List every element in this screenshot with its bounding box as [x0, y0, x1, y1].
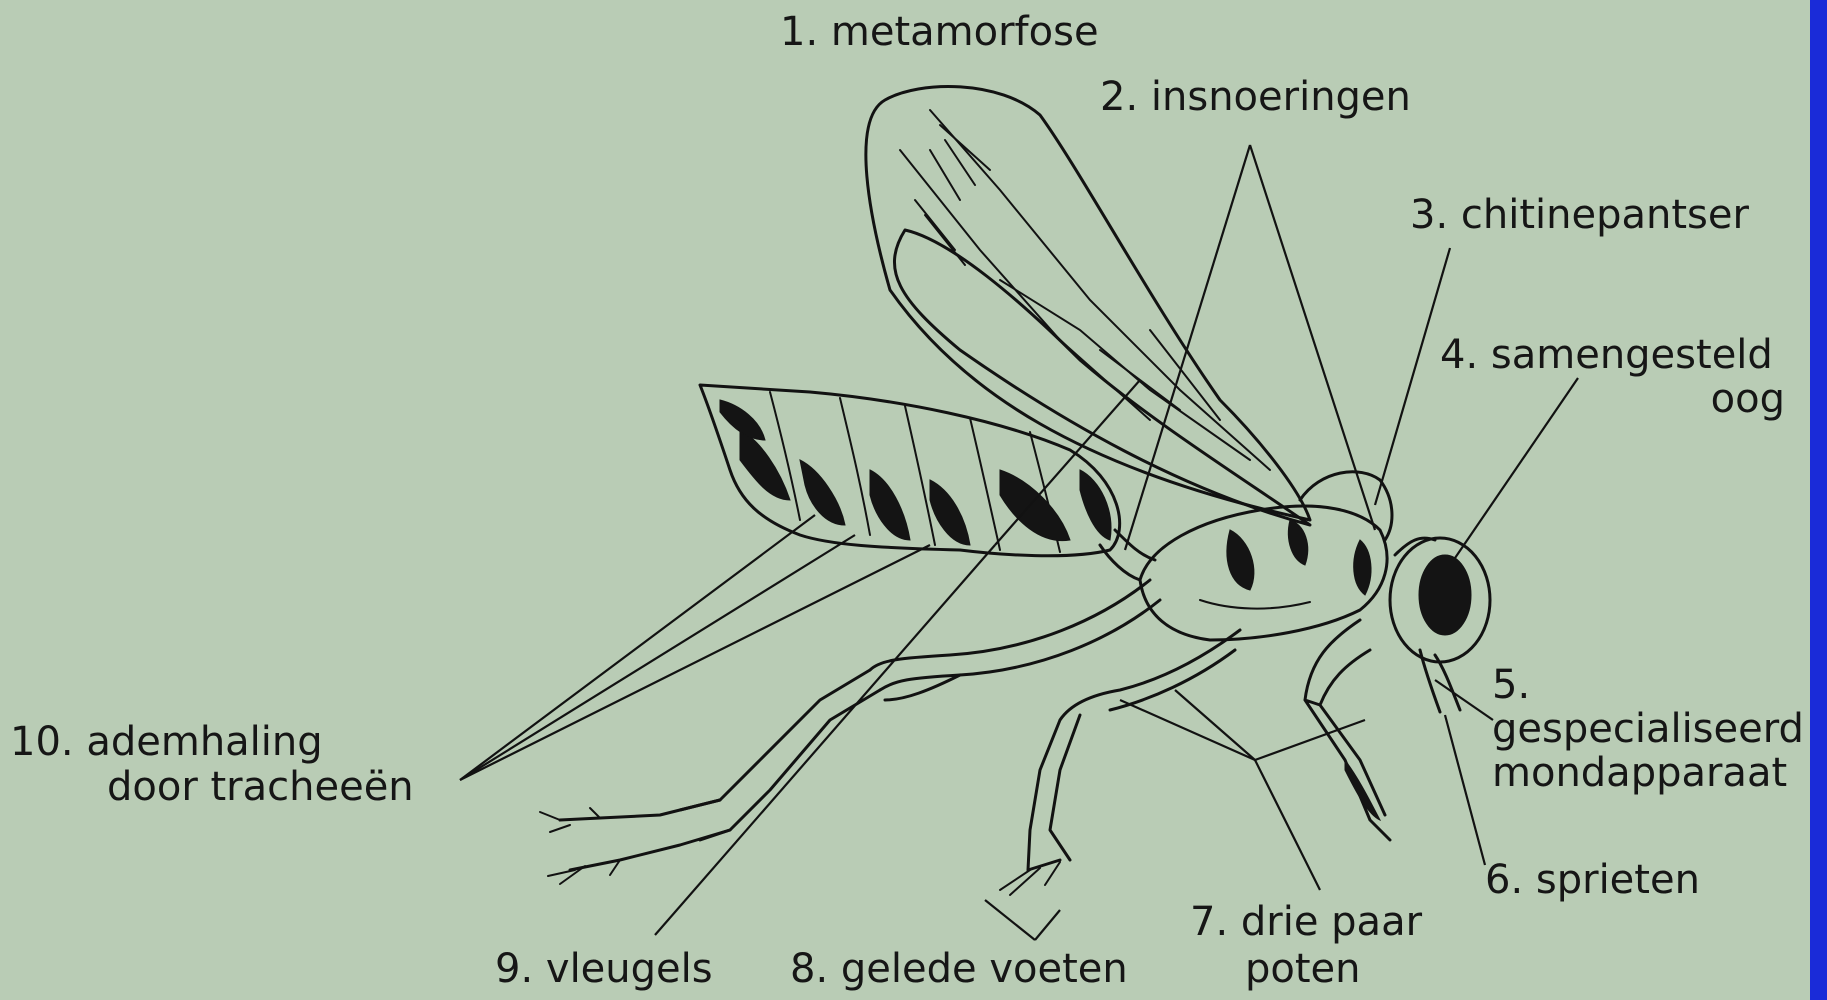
label-vleugels: 9. vleugels [495, 946, 713, 992]
front-leg [1305, 620, 1390, 840]
labels: 1. metamorfose 2. insnoeringen 3. chitin… [10, 9, 1804, 992]
label-poten: poten [1245, 946, 1361, 992]
label-door-tracheeen: door tracheeën [107, 764, 414, 810]
thorax [1140, 506, 1387, 640]
label-insnoeringen: 2. insnoeringen [1100, 74, 1411, 120]
label-oog: oog [1711, 376, 1785, 422]
label-sprieten: 6. sprieten [1485, 857, 1700, 903]
label-gespecialiseerd: gespecialiseerd [1492, 706, 1804, 752]
label-mondapparaat-num: 5. [1492, 662, 1530, 708]
label-mondapparaat: mondapparaat [1492, 750, 1787, 796]
label-samengesteld: 4. samengesteld [1440, 332, 1773, 378]
label-metamorfose: 1. metamorfose [780, 9, 1099, 55]
label-ademhaling: 10. ademhaling [10, 719, 323, 765]
hind-leg [870, 580, 1160, 690]
label-chitinepantser: 3. chitinepantser [1410, 192, 1749, 238]
label-gelede-voeten: 8. gelede voeten [790, 946, 1128, 992]
insect-illustration [540, 86, 1490, 895]
compound-eye [1419, 555, 1471, 635]
middle-leg [1028, 630, 1240, 870]
label-drie-paar: 7. drie paar [1190, 899, 1423, 945]
